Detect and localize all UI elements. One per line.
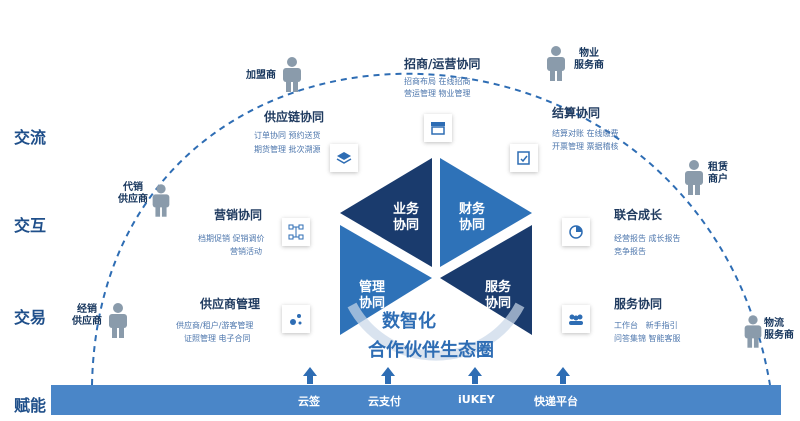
module-recruit-title: 招商/运营协同	[404, 57, 481, 71]
arrow-up-icon	[303, 367, 317, 384]
side-label-empower: 赋能	[14, 396, 47, 415]
role-daixiao: 代销 供应商	[118, 182, 148, 205]
side-label-interact: 交互	[14, 216, 47, 235]
hex-management-label: 管理 协同	[358, 280, 385, 311]
hex-finance-triangle	[440, 158, 532, 267]
nodes-icon	[282, 305, 310, 333]
enabler-bar	[51, 385, 781, 415]
side-label-exchange: 交流	[14, 128, 47, 147]
module-marketing-title: 营销协同	[214, 208, 263, 222]
ecosystem-title-line2: 合作伙伴生态圈	[368, 340, 494, 361]
module-settlement-title: 结算协同	[552, 106, 601, 120]
arrow-up-icon	[381, 367, 395, 384]
module-recruit-desc1: 招商布局 在线招商	[404, 77, 471, 86]
person-icon	[283, 57, 301, 92]
module-supply-chain-title: 供应链协同	[264, 110, 325, 124]
team-icon	[562, 305, 590, 333]
arrow-up-icon	[468, 367, 482, 384]
module-marketing-desc2: 营销活动	[230, 247, 262, 256]
module-service-title: 服务协同	[614, 297, 663, 311]
module-marketing-desc1: 档期促销 促销调价	[198, 234, 265, 243]
hex-business-label: 业务 协同	[392, 202, 419, 233]
person-icon	[547, 46, 565, 81]
collaboration-hexagon	[340, 158, 532, 335]
person-icon	[109, 303, 127, 338]
person-icon	[744, 315, 762, 348]
role-wuliu: 物流 服务商	[764, 318, 794, 341]
role-wuye: 物业 服务商	[574, 48, 604, 71]
module-growth-desc2: 竞争报告	[614, 247, 646, 256]
checklist-icon	[510, 144, 538, 172]
layers-icon	[330, 144, 358, 172]
enabler-kuaidi: 快递平台	[534, 395, 578, 408]
ecosystem-title-line1: 数智化	[382, 311, 436, 332]
module-supplier-mgmt-desc1: 供应商/租户/游客管理	[176, 321, 254, 330]
arrow-up-icon	[556, 367, 570, 384]
module-supply-chain-desc2: 期货管理 批次溯源	[254, 145, 321, 154]
network-icon	[282, 218, 310, 246]
eco-circle-arc	[347, 302, 525, 361]
module-growth-title: 联合成长	[614, 208, 663, 222]
module-supplier-mgmt-desc2: 证照管理 电子合同	[184, 334, 251, 343]
hex-finance-label: 财务 协同	[458, 202, 485, 233]
side-label-trade: 交易	[14, 308, 47, 327]
role-zulin: 租赁 商户	[708, 162, 728, 185]
module-settlement-desc1: 结算对账 在线缴费	[552, 129, 619, 138]
hex-service-triangle	[440, 225, 532, 335]
role-jiameng: 加盟商	[246, 70, 276, 81]
role-jingxiao: 经销 供应商	[72, 304, 102, 327]
enabler-yunzhifu: 云支付	[368, 395, 401, 408]
module-supply-chain-desc1: 订单协同 预约送货	[254, 131, 321, 140]
module-service-desc2: 问答集锦 智能客服	[614, 334, 681, 343]
module-supplier-mgmt-title: 供应商管理	[200, 297, 261, 311]
shop-icon	[424, 114, 452, 142]
person-icon	[685, 160, 703, 195]
enabler-iukey: iUKEY	[458, 393, 495, 406]
module-growth-desc1: 经营报告 成长报告	[614, 234, 681, 243]
hex-management-triangle	[340, 225, 432, 335]
enabler-yunqian: 云签	[298, 395, 320, 408]
module-service-desc1: 工作台 新手指引	[614, 321, 678, 330]
person-icon	[152, 184, 170, 217]
pie-chart-icon	[562, 218, 590, 246]
hex-service-label: 服务 协同	[484, 280, 511, 311]
hex-business-triangle	[340, 158, 432, 267]
module-settlement-desc2: 开票管理 票据稽核	[552, 142, 619, 151]
module-recruit-desc2: 营运管理 物业管理	[404, 89, 471, 98]
